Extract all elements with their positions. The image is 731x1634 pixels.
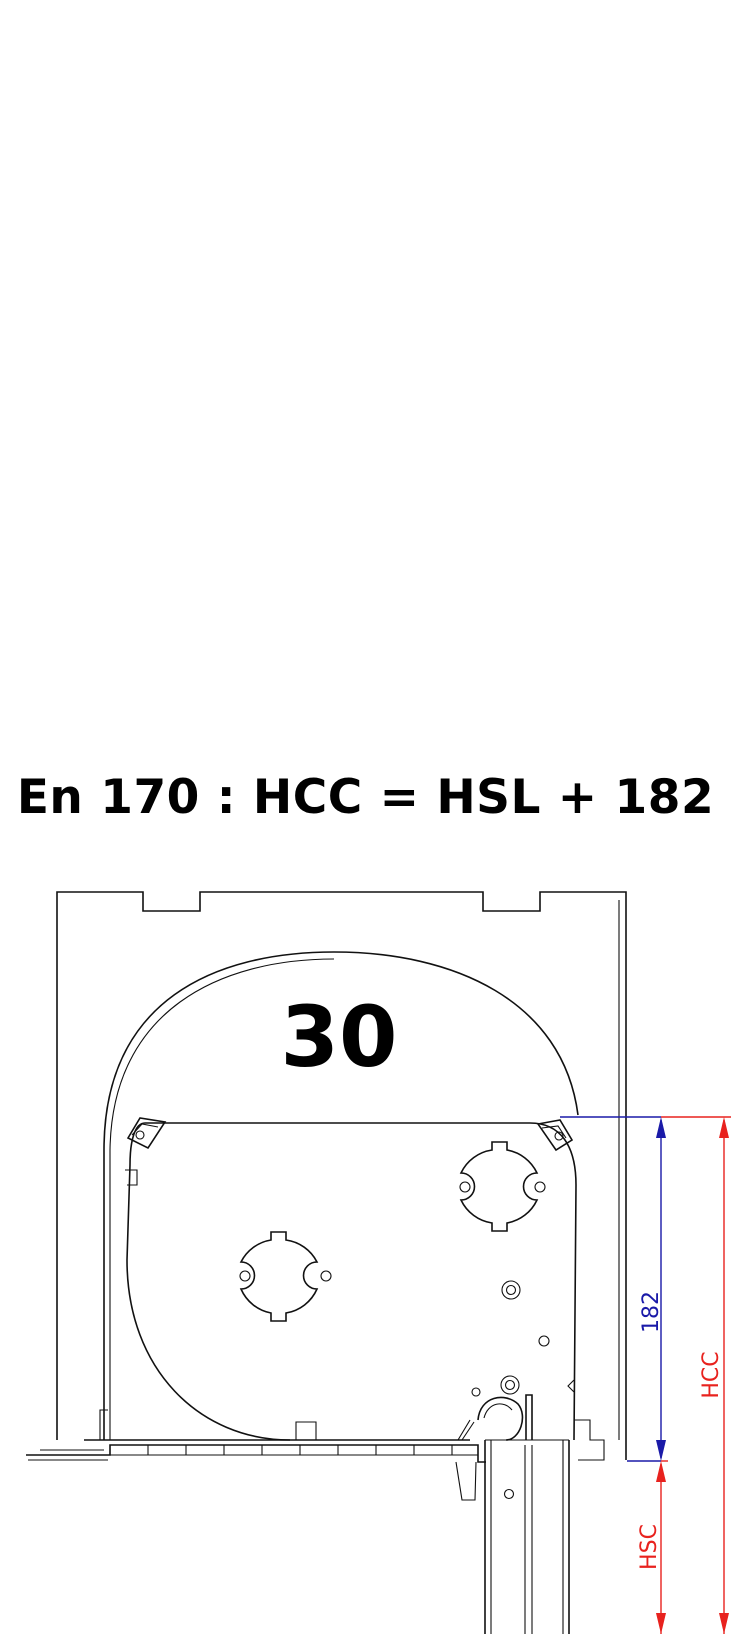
hsc-dimension-label: HSC xyxy=(637,1524,662,1570)
fixing-hole-lower xyxy=(500,1375,520,1395)
inner-casing-left xyxy=(126,1122,291,1441)
inner-casing xyxy=(145,1122,577,1441)
box-housing-outline xyxy=(56,891,627,1460)
right-foot xyxy=(574,1419,605,1461)
fixing-hole-inner xyxy=(505,1284,517,1296)
hcc-dimension-label: HCC xyxy=(699,1351,724,1398)
offset-dimension-label: 182 xyxy=(639,1291,664,1333)
slatted-base-plate xyxy=(26,1409,486,1501)
hcc-dimension-arrow xyxy=(719,1117,729,1634)
right-spindle xyxy=(459,1141,546,1232)
fixing-hole-small xyxy=(538,1335,550,1347)
offset-dimension-arrow xyxy=(656,1117,666,1461)
dome-cover-inner xyxy=(109,958,335,1440)
right-corner-bracket xyxy=(536,1119,574,1152)
box-size-label: 30 xyxy=(281,988,398,1086)
wall-clip xyxy=(567,1379,575,1393)
casing-notch xyxy=(125,1169,138,1186)
left-corner-bracket xyxy=(126,1117,167,1150)
left-spindle xyxy=(239,1231,332,1322)
slat-hook-assembly xyxy=(457,1387,533,1441)
hsc-dimension-arrow xyxy=(656,1461,666,1634)
formula-title: En 170 : HCC = HSL + 182 xyxy=(16,770,715,825)
guide-rail xyxy=(484,1439,570,1634)
fixing-hole xyxy=(501,1280,521,1300)
fixing-hole-lower-inner xyxy=(504,1379,516,1391)
dome-cover xyxy=(103,951,579,1440)
